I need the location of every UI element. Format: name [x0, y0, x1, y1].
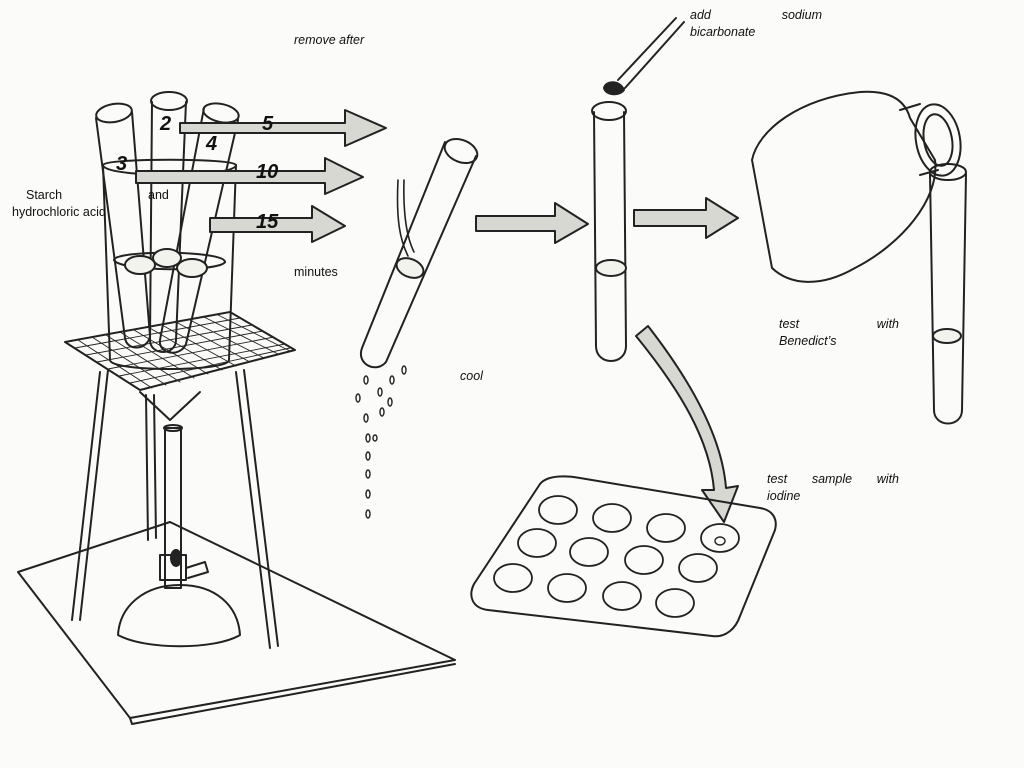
arrow-5 — [179, 109, 387, 147]
iodine-label: iodine — [767, 489, 801, 503]
bunsen-burner — [117, 424, 241, 648]
arrow-10 — [135, 157, 364, 195]
tube-number-4: 4 — [206, 133, 218, 155]
add-word: add — [690, 8, 711, 22]
test-sample-with-label: test sample with — [767, 471, 899, 487]
bicarbonate-label: bicarbonate — [690, 25, 756, 39]
cool-label: cool — [460, 369, 483, 383]
time-label-15: 15 — [256, 211, 279, 233]
arrow-to-bottle — [633, 197, 739, 239]
tile-wells — [493, 495, 740, 618]
cooling-tube — [359, 137, 479, 369]
time-label-10: 10 — [256, 161, 279, 183]
time-label-5: 5 — [262, 113, 274, 135]
with-word-1: with — [876, 317, 899, 331]
spotting-tile — [470, 475, 777, 638]
vertical-test-tube — [591, 101, 627, 362]
tripod-stand — [71, 369, 279, 649]
sodium-word: sodium — [781, 8, 822, 22]
test-word-1: test — [779, 317, 800, 331]
and-label: and — [148, 188, 169, 202]
minutes-label: minutes — [294, 265, 338, 279]
arrow-to-tube — [475, 202, 589, 244]
benedicts-test-tube — [929, 163, 967, 425]
hydrochloric-acid-label: hydrochloric acid — [12, 205, 106, 219]
arrow-15 — [209, 205, 346, 243]
test-tubes-in-beaker — [95, 91, 240, 354]
test-word-2: test — [767, 472, 788, 486]
add-sodium-label: add sodium — [690, 7, 822, 23]
sample-word: sample — [811, 472, 853, 486]
tube-number-3: 3 — [116, 153, 128, 175]
spatula — [603, 17, 685, 96]
base-board — [17, 521, 456, 725]
gauze-mesh — [64, 311, 296, 421]
with-word-2: with — [876, 472, 899, 486]
tube-number-2: 2 — [160, 113, 172, 135]
water-drops — [355, 365, 407, 519]
curved-arrow-to-tile — [635, 325, 739, 523]
remove-after-label: remove after — [294, 33, 365, 47]
reagent-bottle — [751, 90, 962, 283]
benedicts-label: Benedict’s — [779, 334, 837, 348]
starch-label: Starch — [26, 188, 63, 202]
test-with-label: test with — [779, 316, 899, 332]
